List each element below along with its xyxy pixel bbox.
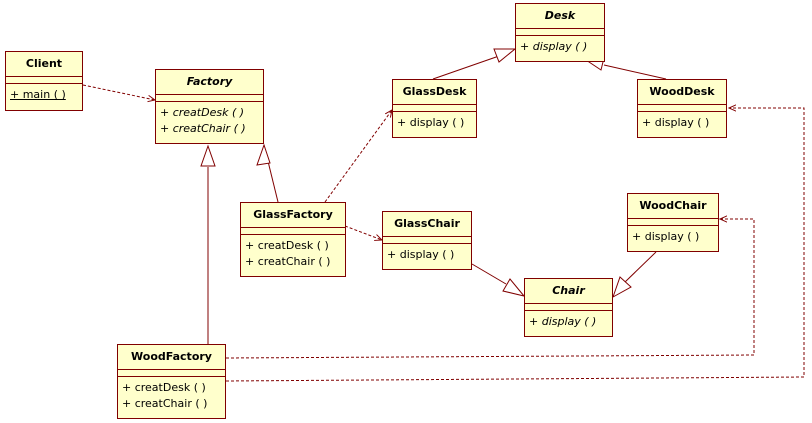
operations-compartment: + creatDesk ( ) + creatChair ( ): [241, 234, 345, 272]
operation: + display ( ): [632, 230, 700, 243]
operation: + creatChair ( ): [122, 397, 208, 410]
class-glass-factory[interactable]: GlassFactory + creatDesk ( ) + creatChai…: [240, 202, 346, 277]
gen-wooddesk-desk: [603, 64, 667, 80]
operations-compartment: + display ( ): [516, 35, 604, 57]
class-name: Desk: [544, 9, 576, 22]
operation: + creatDesk ( ): [160, 106, 245, 119]
class-chair[interactable]: Chair + display ( ): [524, 278, 613, 337]
class-client[interactable]: Client + main ( ): [5, 51, 83, 111]
gen-woodfactory-factory-head: [200, 144, 216, 167]
attributes-compartment: [118, 369, 225, 376]
operations-compartment: + display ( ): [525, 310, 612, 332]
operations-compartment: + creatDesk ( ) + creatChair ( ): [156, 101, 263, 139]
attributes-compartment: [383, 236, 471, 243]
class-name: GlassChair: [394, 217, 460, 230]
operation: + display ( ): [387, 248, 455, 261]
dep-glassfactory-glassdesk: [324, 110, 392, 203]
class-name: GlassDesk: [402, 85, 467, 98]
operations-compartment: + display ( ): [383, 243, 471, 265]
class-name: Client: [25, 57, 63, 70]
attributes-compartment: [638, 104, 726, 111]
operation: + creatChair ( ): [160, 122, 246, 135]
dep-woodfactory-woodchair: [225, 219, 755, 359]
operation: + creatDesk ( ): [245, 239, 329, 252]
gen-woodchair-chair-head: [612, 276, 632, 299]
operations-compartment: + display ( ): [638, 111, 726, 133]
class-name: WoodDesk: [649, 85, 715, 98]
dep-glassfactory-glasschair: [344, 225, 382, 240]
operations-compartment: + main ( ): [6, 83, 82, 105]
class-name: WoodChair: [639, 199, 707, 212]
operation: + main ( ): [10, 88, 66, 101]
class-wood-desk[interactable]: WoodDesk + display ( ): [637, 79, 727, 138]
operation: + display ( ): [529, 315, 597, 328]
operations-compartment: + display ( ): [393, 111, 476, 133]
attributes-compartment: [516, 28, 604, 35]
class-desk[interactable]: Desk + display ( ): [515, 3, 605, 62]
class-name: WoodFactory: [131, 350, 212, 363]
operations-compartment: + display ( ): [628, 225, 718, 247]
attributes-compartment: [156, 94, 263, 101]
attributes-compartment: [241, 227, 345, 234]
operation: + creatChair ( ): [245, 255, 331, 268]
gen-glasschair-chair-head: [502, 278, 526, 297]
dep-client-factory: [82, 84, 155, 100]
class-glass-desk[interactable]: GlassDesk + display ( ): [392, 79, 477, 138]
operations-compartment: + creatDesk ( ) + creatChair ( ): [118, 376, 225, 414]
class-name: Chair: [552, 284, 585, 297]
operation: + display ( ): [520, 40, 588, 53]
operation: + creatDesk ( ): [122, 381, 206, 394]
attributes-compartment: [525, 303, 612, 310]
operation: + display ( ): [642, 116, 710, 129]
class-wood-chair[interactable]: WoodChair + display ( ): [627, 193, 719, 252]
class-name: GlassFactory: [253, 208, 333, 221]
class-name: Factory: [186, 75, 233, 88]
dep-woodfactory-wooddesk: [225, 108, 805, 382]
class-glass-chair[interactable]: GlassChair + display ( ): [382, 211, 472, 270]
operation: + display ( ): [397, 116, 465, 129]
attributes-compartment: [393, 104, 476, 111]
gen-woodchair-chair: [623, 251, 657, 284]
class-factory[interactable]: Factory + creatDesk ( ) + creatChair ( ): [155, 69, 264, 144]
attributes-compartment: [6, 76, 82, 83]
gen-glassfactory-factory-head: [256, 143, 271, 166]
attributes-compartment: [628, 218, 718, 225]
class-wood-factory[interactable]: WoodFactory + creatDesk ( ) + creatChair…: [117, 344, 226, 419]
gen-glasschair-chair: [471, 263, 507, 285]
gen-glassdesk-desk: [432, 55, 500, 80]
gen-glassdesk-desk-head: [493, 48, 517, 63]
